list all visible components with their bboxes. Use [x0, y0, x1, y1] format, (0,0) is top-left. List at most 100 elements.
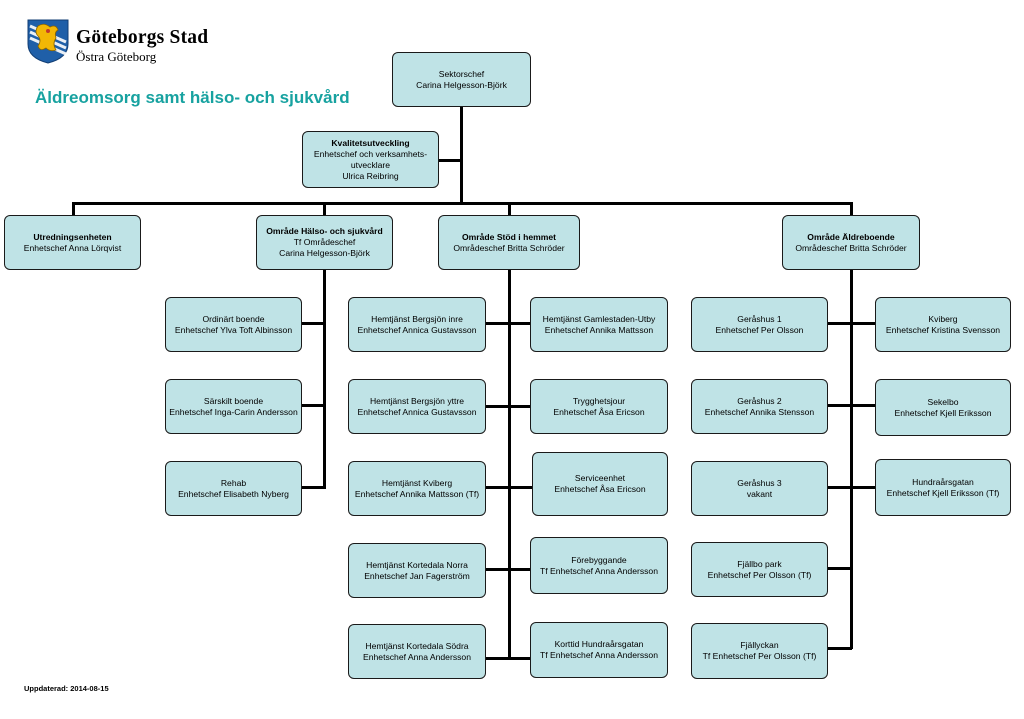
- box-line: Enhetschef Åsa Ericson: [554, 484, 646, 494]
- org-box-kviberg: Kviberg Enhetschef Kristina Svensson: [875, 297, 1011, 352]
- box-line: Enhetschef Elisabeth Nyberg: [178, 488, 289, 499]
- connector-line: [486, 657, 530, 660]
- page-title: Äldreomsorg samt hälso- och sjukvård: [35, 88, 350, 107]
- box-line: Hemtjänst Bergsjön yttre: [369, 395, 465, 406]
- logo-subtitle: Östra Göteborg: [76, 49, 157, 64]
- org-box-fjallbo-park: Fjällbo park Enhetschef Per Olsson (Tf): [691, 542, 828, 597]
- org-box-hemtjanst-kviberg: Hemtjänst Kviberg Enhetschef Annika Matt…: [348, 461, 486, 516]
- org-box-ordinart-boende: Ordinärt boende Enhetschef Ylva Toft Alb…: [165, 297, 302, 352]
- connector-line: [486, 405, 530, 408]
- box-line: Enhetschef Per Olsson: [715, 324, 804, 335]
- box-line: Enhetschef Per Olsson (Tf): [707, 569, 812, 580]
- box-line: Carina Helgesson-Björk: [416, 79, 507, 90]
- org-box-kortedala-sodra: Hemtjänst Kortedala Södra Enhetschef Ann…: [348, 624, 486, 679]
- box-line: Hundraårsgatan: [912, 476, 974, 487]
- org-box-gamlestaden-utby: Hemtjänst Gamlestaden-Utby Enhetschef An…: [530, 297, 668, 352]
- box-line: Sektorschef: [438, 68, 485, 79]
- connector-line: [302, 404, 326, 407]
- org-box-rehab: Rehab Enhetschef Elisabeth Nyberg: [165, 461, 302, 516]
- connector-line: [323, 202, 326, 216]
- box-line: Kviberg: [928, 313, 958, 324]
- box-line: Carina Helgesson-Björk: [279, 248, 370, 258]
- box-line: Områdeschef Britta Schröder: [795, 242, 907, 253]
- org-box-stod-i-hemmet: Område Stöd i hemmet Områdeschef Britta …: [438, 215, 580, 270]
- connector-line: [508, 202, 511, 216]
- box-line: Enhetschef och verksamhets-: [313, 148, 428, 159]
- box-line: vakant: [746, 488, 773, 499]
- box-line: Områdeschef Britta Schröder: [453, 242, 565, 253]
- connector-line: [508, 268, 511, 660]
- org-box-gerashus-3: Geråshus 3 vakant: [691, 461, 828, 516]
- box-line: Geråshus 3: [737, 477, 782, 488]
- org-box-fjallyckan: Fjällyckan Tf Enhetschef Per Olsson (Tf): [691, 623, 828, 679]
- connector-line: [850, 268, 853, 649]
- box-line: Enhetschef Ylva Toft Albinsson: [174, 324, 293, 335]
- goteborg-coat-of-arms-icon: [27, 19, 69, 64]
- box-line: Korttid Hundraårsgatan: [554, 639, 644, 649]
- org-box-gerashus-1: Geråshus 1 Enhetschef Per Olsson: [691, 297, 828, 352]
- connector-line: [486, 568, 530, 571]
- connector-line: [828, 404, 875, 407]
- box-line: Geråshus 1: [737, 313, 782, 324]
- box-line: Enhetschef Åsa Ericson: [553, 406, 645, 417]
- org-box-hundraarsgatan: Hundraårsgatan Enhetschef Kjell Eriksson…: [875, 459, 1011, 516]
- box-line: Särskilt boende: [203, 395, 264, 406]
- box-line: Enhetschef Annika Mattsson (Tf): [354, 488, 480, 499]
- connector-line: [302, 486, 326, 489]
- org-box-korttid-hundraarsgatan: Korttid Hundraårsgatan Tf Enhetschef Ann…: [530, 622, 668, 678]
- org-box-bergsjon-inre: Hemtjänst Bergsjön inre Enhetschef Annic…: [348, 297, 486, 352]
- connector-line: [460, 106, 463, 204]
- org-box-forebyggande: Förebyggande Tf Enhetschef Anna Andersso…: [530, 537, 668, 594]
- box-line: Tf Områdeschef: [293, 237, 356, 247]
- box-title: Utredningsenheten: [33, 231, 112, 242]
- box-line: Rehab: [220, 477, 247, 488]
- connector-line: [72, 202, 853, 205]
- box-line: Enhetschef Kristina Svensson: [885, 324, 1001, 335]
- connector-line: [72, 202, 75, 216]
- box-line: Enhetschef Kjell Eriksson: [894, 407, 992, 418]
- box-line: Enhetschef Annica Gustavsson: [357, 324, 477, 335]
- box-title: Område Stöd i hemmet: [461, 231, 557, 242]
- connector-line: [486, 486, 532, 489]
- box-line: Serviceenhet: [574, 473, 626, 483]
- box-line: Ulrica Reibring: [342, 170, 399, 181]
- org-box-aldreboende: Område Äldreboende Områdeschef Britta Sc…: [782, 215, 920, 270]
- connector-line: [486, 322, 530, 325]
- box-title: Område Äldreboende: [807, 231, 895, 242]
- box-line: Enhetschef Jan Fagerström: [364, 570, 470, 581]
- org-box-sarskilt-boende: Särskilt boende Enhetschef Inga-Carin An…: [165, 379, 302, 434]
- box-line: Geråshus 2: [737, 395, 782, 406]
- box-line: utvecklare: [350, 159, 391, 170]
- box-line: Enhetschef Annika Mattsson: [544, 324, 654, 335]
- connector-line: [850, 202, 853, 216]
- box-line: Tf Enhetschef Per Olsson (Tf): [702, 651, 817, 661]
- box-line: Hemtjänst Gamlestaden-Utby: [542, 313, 656, 324]
- box-title: Område Hälso- och sjukvård: [266, 226, 383, 236]
- box-line: Enhetschef Annica Gustavsson: [357, 406, 477, 417]
- box-line: Fjällbo park: [737, 558, 782, 569]
- box-line: Fjällyckan: [740, 640, 779, 650]
- connector-line: [828, 567, 852, 570]
- connector-line: [828, 486, 875, 489]
- box-line: Hemtjänst Kviberg: [381, 477, 453, 488]
- box-line: Trygghetsjour: [572, 395, 626, 406]
- box-line: Enhetschef Anna Lörqvist: [23, 242, 122, 253]
- connector-line: [828, 322, 875, 325]
- org-box-kvalitetsutveckling: Kvalitetsutveckling Enhetschef och verks…: [302, 131, 439, 188]
- org-box-halso-och-sjukvard: Område Hälso- och sjukvård Tf Områdesche…: [256, 215, 393, 270]
- box-title: Kvalitetsutveckling: [331, 137, 410, 148]
- box-line: Tf Enhetschef Anna Andersson: [539, 650, 658, 660]
- org-box-kortedala-norra: Hemtjänst Kortedala Norra Enhetschef Jan…: [348, 543, 486, 598]
- box-line: Tf Enhetschef Anna Andersson: [539, 565, 658, 576]
- org-box-trygghetsjour: Trygghetsjour Enhetschef Åsa Ericson: [530, 379, 668, 434]
- logo-name: Göteborgs Stad: [76, 27, 209, 48]
- box-line: Hemtjänst Kortedala Norra: [366, 559, 468, 570]
- connector-line: [828, 647, 852, 650]
- connector-line: [323, 268, 326, 488]
- org-box-sektorschef: Sektorschef Carina Helgesson-Björk: [392, 52, 531, 107]
- box-line: Enhetschef Annika Stensson: [704, 406, 815, 417]
- updated-date: Uppdaterad: 2014-08-15: [24, 684, 109, 693]
- org-box-serviceenhet: Serviceenhet Enhetschef Åsa Ericson: [532, 452, 668, 516]
- box-line: Förebyggande: [571, 554, 627, 565]
- connector-line: [302, 322, 326, 325]
